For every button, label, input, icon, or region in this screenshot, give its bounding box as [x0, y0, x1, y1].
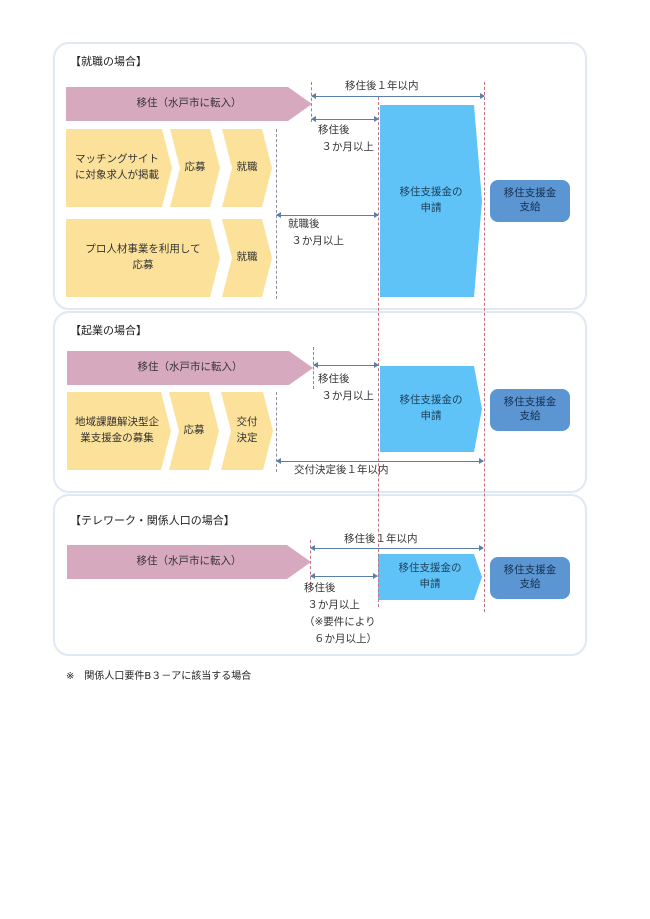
section-title: 【テレワーク・関係人口の場合】 [70, 514, 235, 527]
period-arrow [310, 573, 378, 579]
period-arrow [311, 116, 379, 122]
guide-line-1-year [484, 82, 485, 612]
step-regional-fund: 地域課題解決型企 業支援金の募集 [67, 392, 171, 470]
section-title: 【起業の場合】 [70, 324, 147, 337]
period-arrow [311, 93, 485, 99]
payment-box: 移住支援金 支給 [490, 389, 570, 431]
application-arrow: 移住支援金の 申請 [380, 366, 482, 452]
period-arrow [313, 362, 379, 368]
migration-arrow: 移住（水戸市に転入） [67, 351, 313, 385]
step-pro-talent: プロ人材事業を利用して 応募 [66, 219, 220, 297]
payment-box: 移住支援金 支給 [490, 180, 570, 222]
section-title: 【就職の場合】 [70, 55, 147, 68]
period-label: 交付決定後１年以内 [294, 464, 389, 476]
period-label: 移住後 ３か月以上 [318, 124, 374, 153]
guide-line [313, 347, 314, 389]
step-hired: 就職 [222, 219, 272, 297]
footnote: ※ 関係人口要件B３－アに該当する場合 [66, 671, 252, 682]
period-arrow [276, 458, 484, 464]
guide-line-3-months [378, 97, 379, 607]
step-matching-site: マッチングサイト に対象求人が掲載 [66, 129, 172, 207]
period-label: 移住後 ３か月以上 [318, 373, 374, 402]
period-label: 移住後１年以内 [345, 80, 419, 92]
period-arrow [276, 212, 379, 218]
payment-box: 移住支援金 支給 [490, 557, 570, 599]
migration-arrow: 移住（水戸市に転入） [66, 87, 312, 121]
application-arrow: 移住支援金の 申請 [380, 105, 482, 297]
migration-arrow: 移住（水戸市に転入） [67, 545, 311, 579]
period-label: 就職後 ３か月以上 [288, 218, 344, 247]
step-hired: 就職 [222, 129, 272, 207]
period-label: 移住後１年以内 [344, 533, 418, 545]
period-label: 移住後 ３か月以上 （※要件により ６か月以上） [304, 582, 378, 645]
guide-line [311, 82, 312, 122]
guide-line [310, 540, 311, 590]
application-arrow: 移住支援金の 申請 [378, 554, 482, 600]
guide-line [276, 392, 277, 472]
period-arrow [310, 545, 484, 551]
